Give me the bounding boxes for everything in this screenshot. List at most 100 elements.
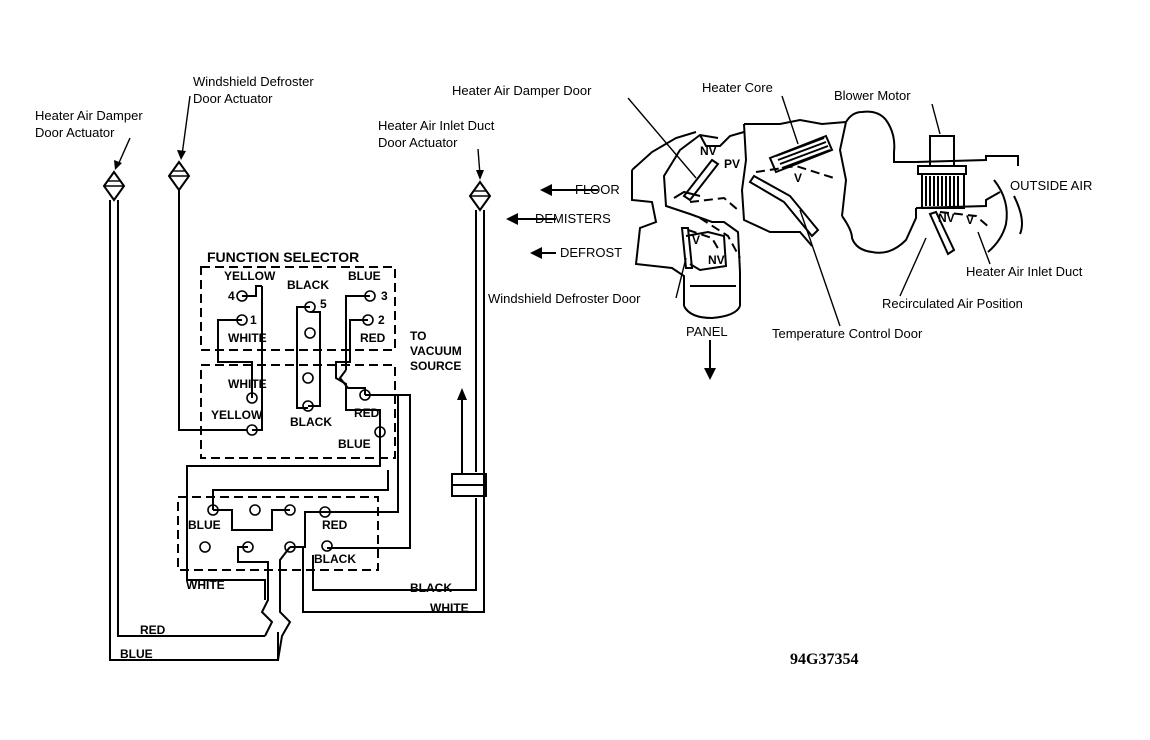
defrost-arrow-icon [530,247,556,259]
blue-hose [109,200,279,661]
wire-label-red: RED [360,331,386,345]
leader-inlet-duct [977,231,991,265]
port-number-3: 3 [381,289,388,303]
wire-label-yellow: YELLOW [224,269,276,283]
blower-motor-icon [917,135,967,209]
red-hose [117,200,265,637]
wire-red-2 [335,319,381,432]
leader-damper-door [627,97,697,179]
wire-yellow-down [252,362,263,431]
mark-v-inlet: V [966,213,974,227]
heater-core-label: Heater Core [702,80,773,95]
selector-lower-box [177,496,379,571]
wire-lower-blue [213,509,290,531]
wire-label-blue-line: BLUE [120,647,153,661]
port-blank [304,327,316,339]
wire-label-black-line: BLACK [410,581,452,595]
windshield-defroster-actuator-label: Windshield Defroster Door Actuator [193,74,317,106]
wire-yellow-4 [242,285,262,297]
outside-air-duct-inner [1013,195,1023,235]
mark-v-core: V [794,171,802,185]
temperature-control-door-label: Temperature Control Door [772,326,923,341]
wire-black-5 [296,306,310,409]
leader-blower [931,103,941,135]
demisters-arrow-icon [506,213,556,225]
inlet-air-door [928,210,991,256]
mark-nv-inlet: NV [938,211,955,225]
windshield-defroster-actuator-icon [167,160,191,192]
mark-v-defrost: V [692,233,700,247]
recirculated-air-position-label: Recirculated Air Position [882,296,1023,311]
selector-upper-box [200,266,396,351]
function-selector-title: FUNCTION SELECTOR [207,249,359,265]
wire-vac-black [327,394,411,549]
floor-arrow-icon [540,184,598,196]
wire-label-blue: BLUE [348,269,381,283]
mark-pv: PV [724,157,740,171]
port-number-1: 1 [250,313,257,327]
heater-air-damper-door [682,158,741,259]
outside-air-label: OUTSIDE AIR [1010,178,1092,193]
temperature-control-door [748,164,835,238]
outside-air-duct [987,179,1008,253]
wire-label-yellow-mid: YELLOW [211,408,263,422]
blower-motor-label: Blower Motor [834,88,911,103]
heater-air-damper-door-label: Heater Air Damper Door [452,83,592,98]
yellow-hose [178,190,250,431]
arrow-head [476,170,484,180]
port-number-2: 2 [378,313,385,327]
wire-label-white: WHITE [228,331,267,345]
leader-heater-core [781,95,799,145]
arrow-head [177,150,186,160]
wire-lower-white [237,546,274,637]
leader-temp-door [799,209,841,327]
port-mid-blank [302,372,314,384]
wire-lower-top [212,470,389,510]
vacuum-source-label: TO VACUUM SOURCE [410,329,465,373]
wire-label-black-low: BLACK [314,552,356,566]
wire-label-white-mid: WHITE [228,377,267,391]
leader-line [181,95,191,156]
vacuum-arrow [457,388,467,400]
heater-air-damper-actuator-icon [102,170,126,202]
wire-crossover [338,369,366,395]
wire-label-blue-mid: BLUE [338,437,371,451]
port-low-black [321,540,333,552]
wire-label-black-mid: BLACK [290,415,332,429]
wire-label-white-line: WHITE [430,601,469,615]
wire-label-black: BLACK [287,278,329,292]
wire-lower-red [290,511,325,548]
wire-white-1 [217,319,253,398]
leader-line [117,137,131,166]
panel-arrow-icon [704,340,716,380]
defrost-label: DEFROST [560,245,622,260]
wire-black-loop [308,311,321,407]
wire-red-vac [325,394,399,513]
port-number-5: 5 [320,297,327,311]
hvac-case [631,110,1019,320]
arrow-head [114,160,122,170]
heater-core-icon [768,134,834,174]
wire-label-red-low: RED [322,518,348,532]
port-number-4: 4 [228,289,235,303]
leader-defroster-door [675,257,687,299]
windshield-defroster-door [680,227,721,269]
wire-lower-out [277,546,292,661]
wire-label-red-mid: RED [354,406,380,420]
wire-blue-low [186,432,381,600]
windshield-defroster-door-label: Windshield Defroster Door [488,291,641,306]
heater-air-damper-actuator-label: Heater Air Damper Door Actuator [35,108,146,140]
figure-code: 94G37354 [790,651,858,668]
heater-air-inlet-actuator-label: Heater Air Inlet Duct Door Actuator [378,118,498,150]
mark-nv-low: NV [708,253,725,267]
floor-label: FLOOR [575,182,620,197]
demisters-label: DEMISTERS [535,211,611,226]
selector-middle-box [200,364,396,459]
mark-nv-top: NV [700,144,717,158]
port-low-white [199,541,211,553]
port-low-a [249,504,261,516]
black-hose [312,498,477,591]
heater-air-inlet-actuator-icon [468,180,492,212]
wire-label-white-low: WHITE [186,578,225,592]
